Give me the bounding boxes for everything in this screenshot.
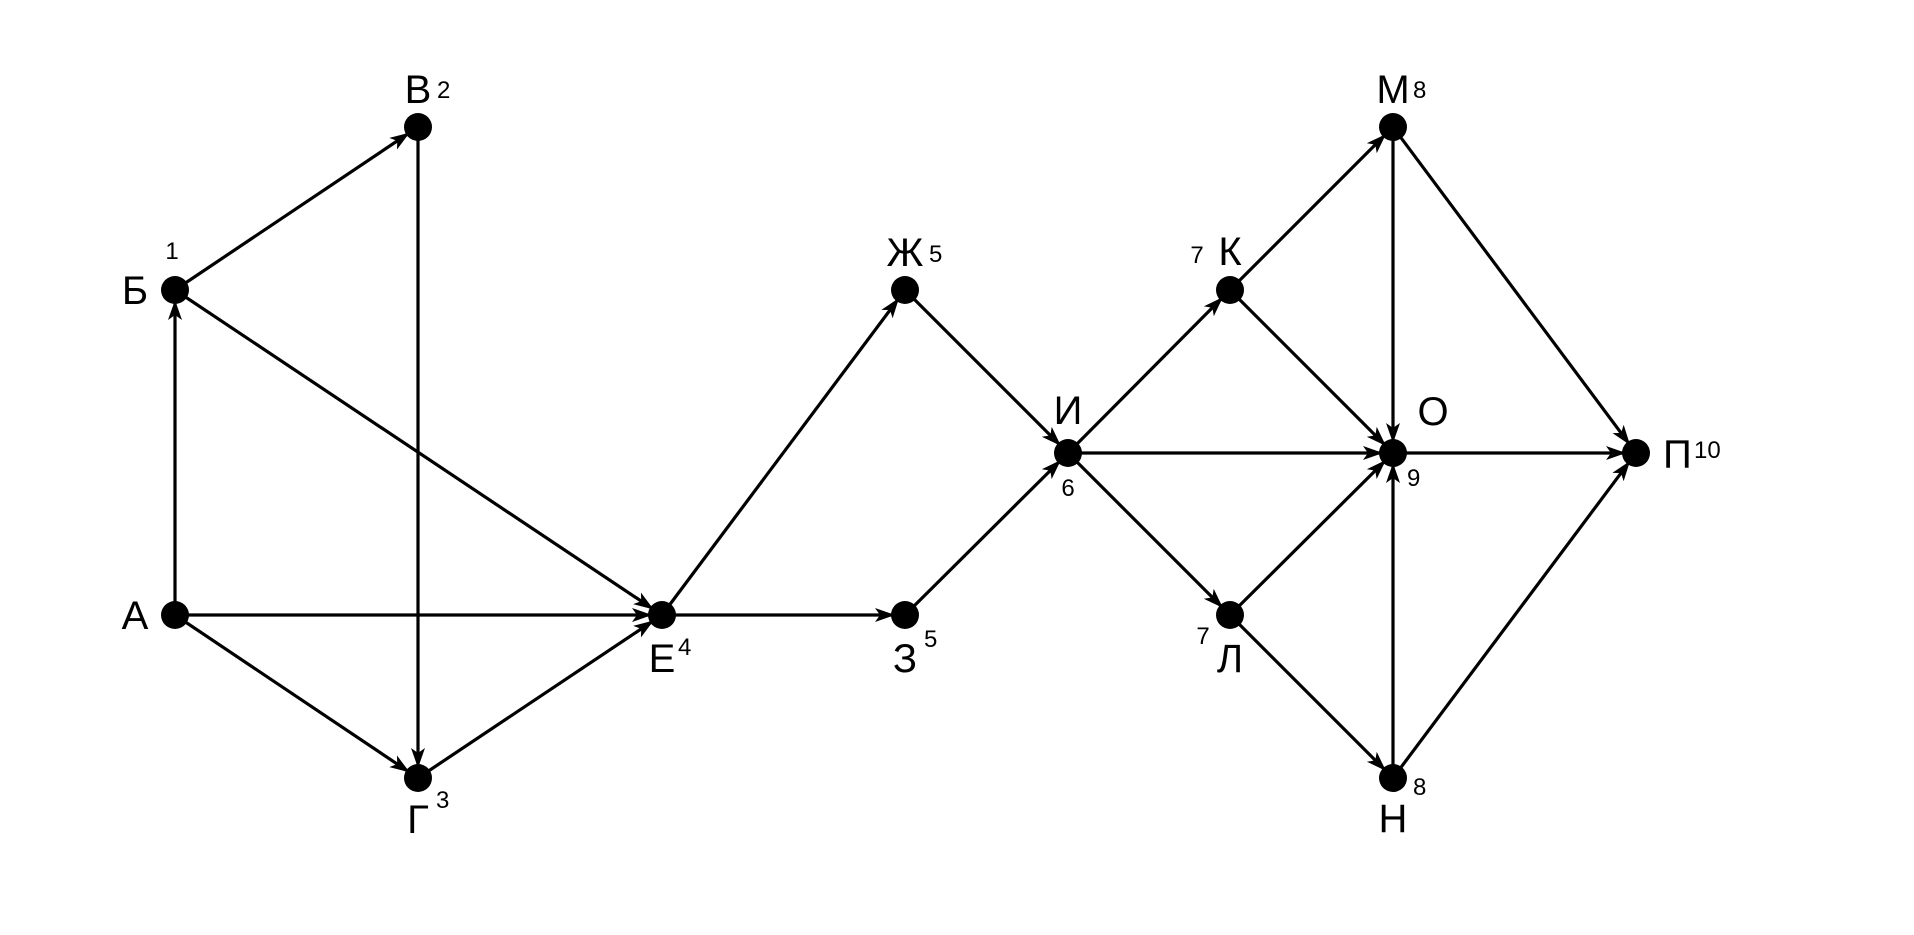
node-k: [1216, 276, 1244, 304]
node-weight-o: 9: [1407, 465, 1420, 492]
node-weight-zh: 5: [929, 241, 942, 268]
edge-g-e: [417, 619, 654, 780]
edges-layer: [168, 126, 1631, 780]
node-label-m: М: [1376, 68, 1409, 112]
edge-k-m: [1228, 133, 1387, 292]
node-weight-g: 3: [436, 787, 449, 814]
node-n: [1379, 764, 1407, 792]
node-v: [404, 113, 432, 141]
edge-m-p: [1391, 126, 1631, 446]
node-weight-m: 8: [1413, 77, 1426, 104]
node-label-v: В: [405, 68, 432, 112]
node-label-l: Л: [1217, 637, 1243, 681]
node-label-k: К: [1218, 230, 1242, 274]
node-a: [161, 601, 189, 629]
node-label-b: Б: [122, 269, 148, 313]
node-weight-p: 10: [1694, 437, 1721, 464]
node-weight-z: 5: [924, 626, 937, 653]
node-label-zh: Ж: [887, 231, 924, 275]
node-label-n: Н: [1379, 797, 1408, 841]
edge-b-e: [174, 288, 654, 611]
node-e: [648, 601, 676, 629]
node-label-o: О: [1417, 390, 1448, 434]
node-weight-l: 7: [1196, 623, 1209, 650]
edge-z-i: [903, 459, 1062, 617]
edge-zh-i: [903, 288, 1062, 447]
edge-e-zh: [660, 297, 900, 616]
node-l: [1216, 601, 1244, 629]
node-zh: [891, 276, 919, 304]
node-label-e: Е: [649, 637, 676, 681]
edge-i-k: [1066, 296, 1224, 455]
node-label-g: Г: [407, 798, 429, 842]
node-weight-i: 6: [1061, 475, 1074, 502]
node-weight-n: 8: [1413, 774, 1426, 801]
edge-k-o: [1228, 288, 1387, 447]
node-weight-k: 7: [1190, 242, 1203, 269]
node-label-p: П: [1663, 433, 1692, 477]
node-o: [1379, 439, 1407, 467]
edge-l-n: [1228, 613, 1387, 772]
edge-a-g: [174, 613, 410, 774]
node-label-a: А: [122, 594, 149, 638]
node-g: [404, 764, 432, 792]
node-label-i: И: [1054, 389, 1083, 433]
edge-i-l: [1066, 451, 1224, 609]
edge-b-v: [174, 131, 410, 292]
node-i: [1054, 439, 1082, 467]
node-weight-b: 1: [165, 238, 178, 265]
node-weight-v: 2: [437, 77, 450, 104]
edge-l-o: [1228, 459, 1387, 617]
node-m: [1379, 113, 1407, 141]
node-weight-e: 4: [678, 634, 691, 661]
nodes-layer: [161, 113, 1650, 792]
node-label-z: З: [893, 637, 917, 681]
edge-n-p: [1391, 460, 1631, 779]
node-b: [161, 276, 189, 304]
node-z: [891, 601, 919, 629]
node-p: [1622, 439, 1650, 467]
